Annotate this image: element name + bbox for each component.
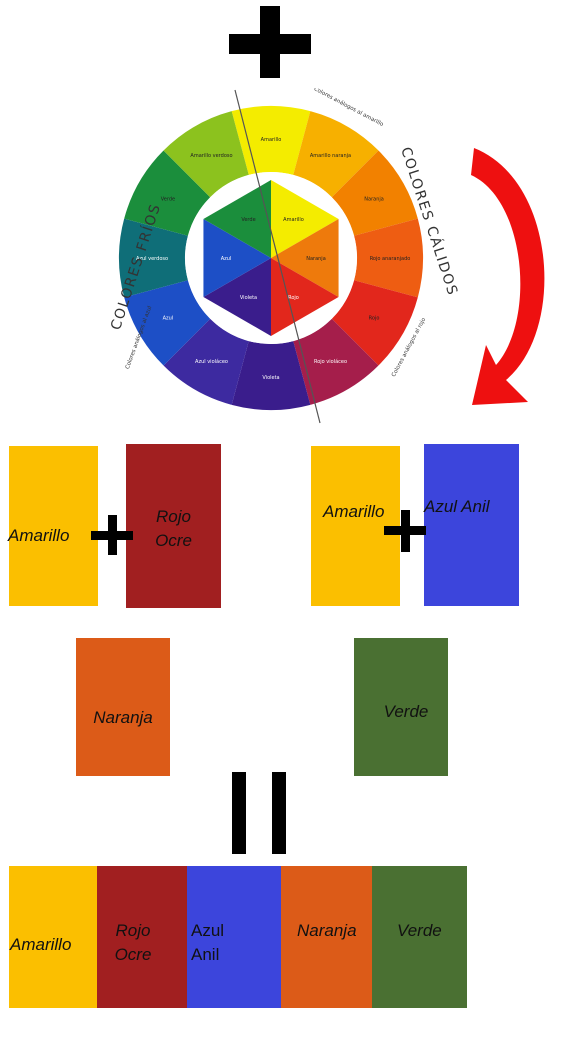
wheel-inner-segment-label: Amarillo [283, 217, 304, 223]
wheel-outer-segment-label: Rojo anaranjado [370, 256, 411, 262]
wheel-inner-segment [203, 180, 271, 258]
result-verde-label: Verde [383, 702, 429, 721]
palette-amarillo-label: Amarillo [10, 935, 72, 954]
wheel-outer-segment-label: Azul [163, 316, 174, 322]
wheel-inner-hexagon [203, 180, 339, 336]
palette-verde [372, 866, 467, 1008]
mix2-plus-icon-vertical [401, 510, 410, 552]
palette-azul-anil [187, 866, 281, 1008]
wheel-outer-segment-label: Amarillo verdoso [190, 153, 232, 159]
mix2-azul-anil-label: Azul Anil [424, 497, 490, 516]
wheel-inner-segment-label: Rojo [288, 295, 299, 301]
palette-rojo-ocre [97, 866, 187, 1008]
wheel-outer-ring [119, 106, 424, 410]
wheel-outer-segment [231, 341, 311, 410]
wheel-outer-segment [124, 280, 211, 366]
wheel-outer-segment [354, 218, 424, 298]
wheel-inner-segment [203, 219, 271, 297]
wheel-outer-segment-label: Amarillo naranja [310, 153, 351, 159]
wheel-inner-segment-label: Verde [241, 217, 255, 223]
wheel-outer-segment-label: Rojo violáceo [314, 358, 347, 365]
wheel-outer-segment [163, 111, 249, 198]
wheel-inner-segment [271, 219, 339, 297]
wheel-outer-segment [124, 150, 211, 236]
wheel-outer-segment-label: Violeta [262, 375, 279, 381]
wheel-outer-segment [293, 111, 379, 198]
wheel-inner-segment-label: Azul [221, 256, 232, 262]
result-verde-swatch [354, 638, 448, 776]
wheel-outer-segment [331, 150, 418, 236]
equals-icon-right-bar [272, 772, 286, 854]
wheel-outer-segment-label: Rojo [369, 316, 380, 322]
palette-azul-line2: Anil [191, 945, 220, 964]
curved-arrow-icon [471, 148, 545, 405]
wheel-inner-segment [271, 180, 339, 258]
wheel-outer-segment [331, 280, 418, 366]
palette-verde-label: Verde [397, 921, 442, 940]
mix1-plus-icon-vertical [108, 515, 117, 555]
wheel-outer-segment-label: Verde [161, 197, 175, 203]
wheel-outer-segment-label: Azul violáceo [195, 358, 228, 365]
equals-icon-left-bar [232, 772, 246, 854]
wheel-outer-segment [163, 318, 249, 405]
mix1-rojo-ocre-swatch [126, 444, 221, 608]
wheel-inner-segment [203, 258, 271, 336]
wheel-inner-segment-label: Naranja [306, 256, 326, 262]
wheel-outer-segment-label: Amarillo [261, 137, 282, 143]
wheel-outer-segment-label: Naranja [364, 197, 384, 203]
palette-amarillo [9, 866, 97, 1008]
top-plus-icon-vertical [260, 6, 280, 78]
palette-rojo-line1: Rojo [115, 921, 151, 940]
mix1-amarillo-label: Amarillo [8, 526, 70, 545]
result-naranja-swatch [76, 638, 170, 776]
wheel-outer-segment-label: Azul verdoso [136, 256, 168, 262]
wheel-outer-segment [231, 106, 311, 175]
mix1-amarillo-swatch [9, 446, 98, 606]
wheel-inner-segment [271, 258, 339, 336]
palette-naranja [281, 866, 372, 1008]
wheel-inner-segment-label: Violeta [240, 295, 257, 301]
wheel-divider-line [234, 89, 321, 424]
mix1-rojo-line1: Rojo [156, 507, 191, 526]
wheel-outer-segment [119, 218, 188, 298]
mix2-amarillo-label: Amarillo [323, 502, 385, 521]
mix1-rojo-line2: Ocre [155, 531, 192, 550]
palette-azul-line1: Azul [191, 921, 225, 940]
palette-rojo-line2: Ocre [114, 945, 152, 964]
palette-naranja-label: Naranja [297, 921, 357, 940]
result-naranja-label: Naranja [93, 708, 153, 727]
wheel-outer-segment [293, 318, 379, 405]
mix2-azul-anil-swatch [424, 444, 519, 606]
